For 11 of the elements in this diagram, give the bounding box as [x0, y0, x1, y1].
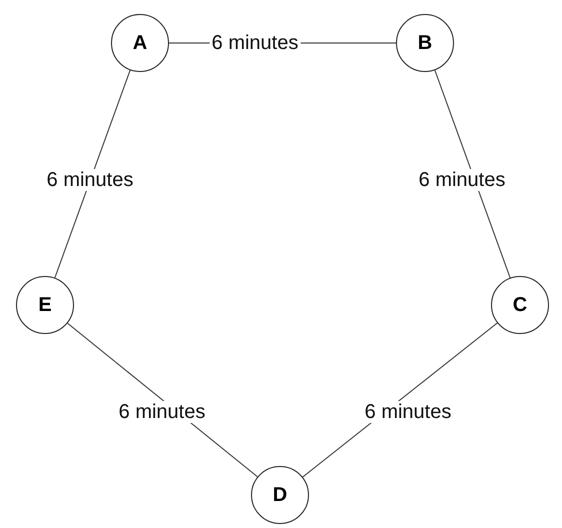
- node-label: B: [418, 32, 432, 54]
- edge-label: 6 minutes: [416, 169, 508, 191]
- edge-label: 6 minutes: [116, 401, 208, 423]
- node-label: E: [38, 294, 52, 316]
- connector-line: [54, 70, 131, 278]
- edge-label: 6 minutes: [44, 169, 136, 191]
- node-label: C: [512, 294, 528, 316]
- edge-label: 6 minutes: [362, 401, 454, 423]
- node-label: A: [132, 32, 148, 54]
- connector-line: [434, 70, 511, 278]
- node-label: D: [272, 484, 288, 506]
